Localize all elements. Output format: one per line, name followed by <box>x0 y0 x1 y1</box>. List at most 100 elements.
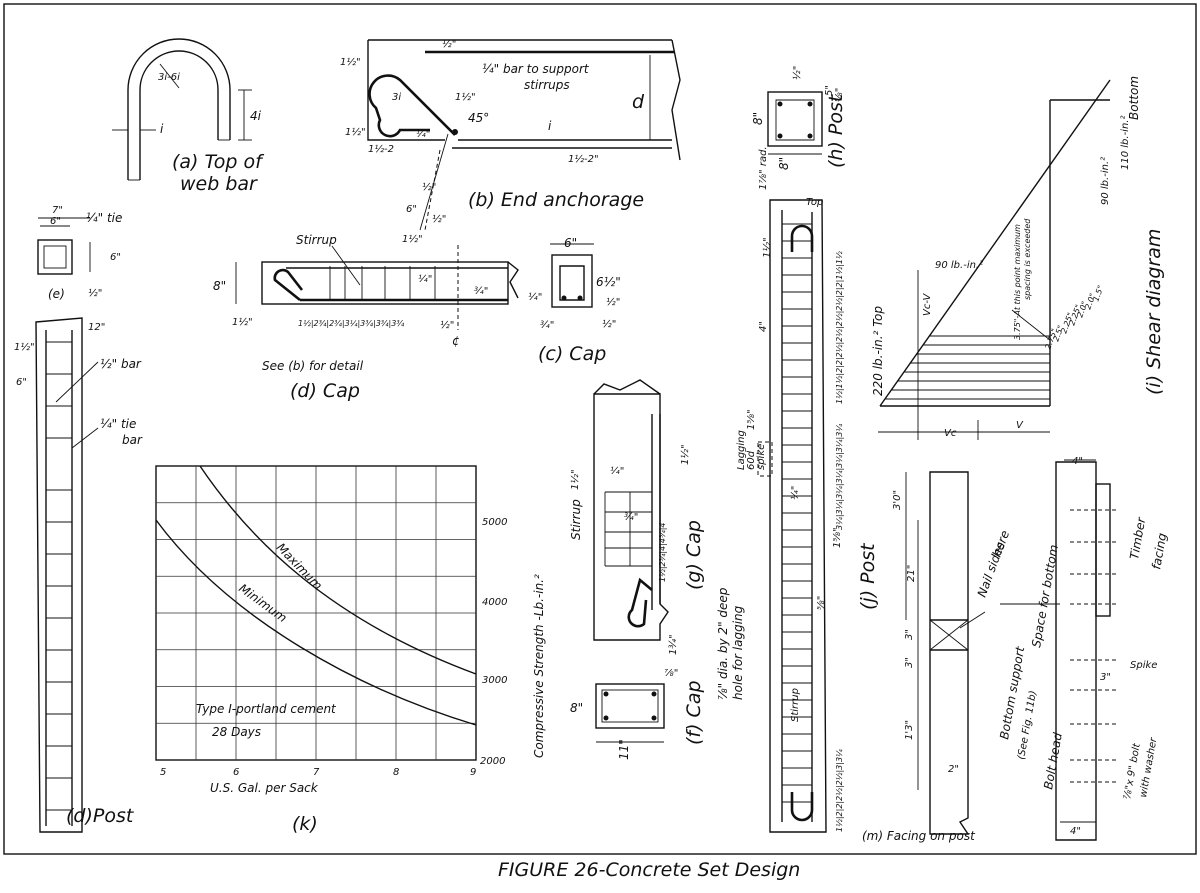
cap-top-dim: 1½" <box>402 233 423 245</box>
tie-bottom-dim: ½" <box>88 287 102 299</box>
post-j-spacings-mid: 3¼|3¼|3¼|3¼|3¼|3¼|3¼ <box>835 424 844 530</box>
cap-centerline: ¢ <box>452 334 460 348</box>
anchorage-b2-dim: 1½-2 <box>368 143 394 155</box>
shear-note-2: spacing is exceeded <box>1023 218 1032 300</box>
web-bar-radius-dim: 3i-6i <box>158 72 180 83</box>
chart-k-note-1: Type I-portland cement <box>196 702 337 716</box>
anchorage-top-dim: ½" <box>442 38 456 50</box>
anchorage-note: ¼" bar to support <box>482 62 590 76</box>
panel-a-caption-2: web bar <box>180 173 258 195</box>
shear-top-label: 220 lb.-in.² Top <box>871 306 885 396</box>
panel-k-caption: (k) <box>292 813 318 835</box>
web-bar-dia-dim: i <box>160 122 164 136</box>
panel-g-cap: Stirrup 1½" 1½" ¼" ¾" 1½|2¾|4|4¾|4 1¾" (… <box>569 379 705 655</box>
anchorage-angle-dim: 45° <box>468 111 489 125</box>
panel-m-caption: (m) Facing on post <box>862 829 976 843</box>
post-j-top-label: Top <box>806 197 823 208</box>
cap-height-dim: 8" <box>213 279 226 293</box>
shear-note: 3.75"-At this point maximum <box>1013 224 1022 340</box>
post-j-ties <box>782 223 812 803</box>
cap-bottom-dim: 1½" <box>232 316 253 328</box>
cap-c-right2-dim: ½" <box>602 318 616 330</box>
anchorage-3i-dim: 3i <box>392 92 401 103</box>
y-tick-4000: 4000 <box>482 597 507 608</box>
post-d-tie-bar-2: bar <box>122 433 143 447</box>
cap-see-note: See (b) for detail <box>262 359 364 373</box>
cap-c-bar-dim: ¼" <box>528 291 542 303</box>
post-h-bar-dim: ⅝" <box>834 88 845 102</box>
post-j-12-dim: 1½" <box>761 237 773 258</box>
facing-bolts <box>1070 509 1116 783</box>
curve-min-label: Minimum <box>236 581 289 625</box>
post-j-rad: 1⅞" rad. <box>758 146 769 190</box>
post-j-lagging: Lagging <box>736 430 747 470</box>
post-h-height-dim: 8" <box>751 112 765 125</box>
cap-g-bar2-dim: ¾" <box>624 512 638 523</box>
post-j-4-dim: 4" <box>758 321 769 332</box>
facing-spike: Spike <box>1130 660 1157 671</box>
sheet-border <box>3 3 1197 855</box>
cap-c-height-dim: 6½" <box>596 275 621 289</box>
facing-3-dim: 3" <box>904 629 915 640</box>
cap-g-bar-dim: ¼" <box>610 465 624 477</box>
post-d-tie-bar: ¼" tie <box>100 417 136 431</box>
y-tick-3000: 3000 <box>482 675 507 686</box>
tie-side-dim: 6" <box>110 252 121 263</box>
cap-c-width-dim: 6" <box>564 236 577 250</box>
anchorage-note-2: stirrups <box>524 78 570 92</box>
panel-a-web-bar: 3i-6i 4i i (a) Top of web bar <box>112 38 265 195</box>
shear-spacing-label: 1.5" <box>1091 284 1105 302</box>
shear-vc-dim: Vc <box>944 428 957 439</box>
tie-label: ¼" tie <box>86 211 122 225</box>
post-j-58-dim: ⅝" <box>816 596 827 610</box>
x-tick-8: 8 <box>393 767 399 778</box>
cap-g-stirrup: Stirrup <box>569 499 583 540</box>
post-j-lagging-2: 60d <box>746 450 757 470</box>
facing-3c-dim: 3" <box>1100 672 1111 683</box>
panel-d-cap: Stirrup 8" 1½" 1½" ¼" ¾" 1½|2¾|2¾|3¼|3¾|… <box>213 233 519 402</box>
cap-bar2-dim: ¾" <box>474 286 488 297</box>
post-d-12-dim: 12" <box>88 322 105 333</box>
shear-bottom-label: Bottom <box>1127 76 1141 120</box>
post-d-spacing-dim: 6" <box>16 377 27 388</box>
facing-timber: Timber <box>1127 515 1148 560</box>
anchorage-six-dim: 6" <box>406 204 417 215</box>
post-j-1b-dim: 1⅝" <box>832 527 843 548</box>
panel-i-shear-diagram: Bottom 220 lb.-in.² Top 110 lb.-in.² 90 … <box>871 76 1165 440</box>
x-tick-7: 7 <box>313 767 320 778</box>
anchorage-mid-dim: 1½" <box>455 91 476 103</box>
chart-k-xlabel: U.S. Gal. per Sack <box>210 781 319 795</box>
post-d-top-dim: 1½" <box>14 341 35 353</box>
shear-v-dim: V <box>1016 420 1024 431</box>
x-tick-5: 5 <box>160 767 166 778</box>
post-j-14-dim: ¼" <box>789 486 801 500</box>
facing-2-dim: 2" <box>948 764 959 775</box>
panel-f-cap: 8" 11" ⅞" (f) Cap <box>570 668 705 760</box>
post-h-half-dim: ½" <box>791 66 803 80</box>
anchorage-b3-dim: 1½-2" <box>568 153 599 165</box>
panel-j-post: Top 1⅞" rad. Lagging 60d spike ⅞" dia. b… <box>716 146 879 833</box>
post-h-width-dim: 8" <box>777 157 791 170</box>
panel-k-strength-chart: Maximum Minimum Type I-portland cement 2… <box>155 465 546 835</box>
cap-f-height-dim: 8" <box>570 701 583 715</box>
post-j-hole-2: hole for lagging <box>731 605 745 700</box>
y-tick-2000: 2000 <box>480 756 505 767</box>
anchorage-i-dim: i <box>548 119 552 133</box>
facing-4-top-dim: 4" <box>1072 456 1083 467</box>
anchorage-depth-dim: d <box>632 91 645 113</box>
cap-bar-dim: ¼" <box>418 273 432 285</box>
curve-minimum <box>155 519 477 726</box>
cap-c-right-dim: ½" <box>606 296 620 308</box>
panel-c-cap: 6" 6½" ½" ½" ¼" ¾" (c) Cap <box>528 236 621 365</box>
cap-g-bottom-dim: 1¾" <box>668 634 679 655</box>
post-j-hole: ⅞" dia. by 2" deep <box>716 587 730 700</box>
panel-d-post: 1½" 6" 12" ½" bar ¼" tie bar (d)Post <box>14 317 143 833</box>
cap-half-right: ½" <box>440 319 454 331</box>
panel-a-caption: (a) Top of <box>172 151 265 173</box>
panel-h-caption: (h) Post <box>825 93 847 168</box>
web-bar-leg-dim: 4i <box>250 109 262 123</box>
panel-e-caption: (e) <box>48 287 65 301</box>
facing-21-dim: 21" <box>906 565 917 582</box>
facing-4-bottom-dim: 4" <box>1070 826 1081 837</box>
